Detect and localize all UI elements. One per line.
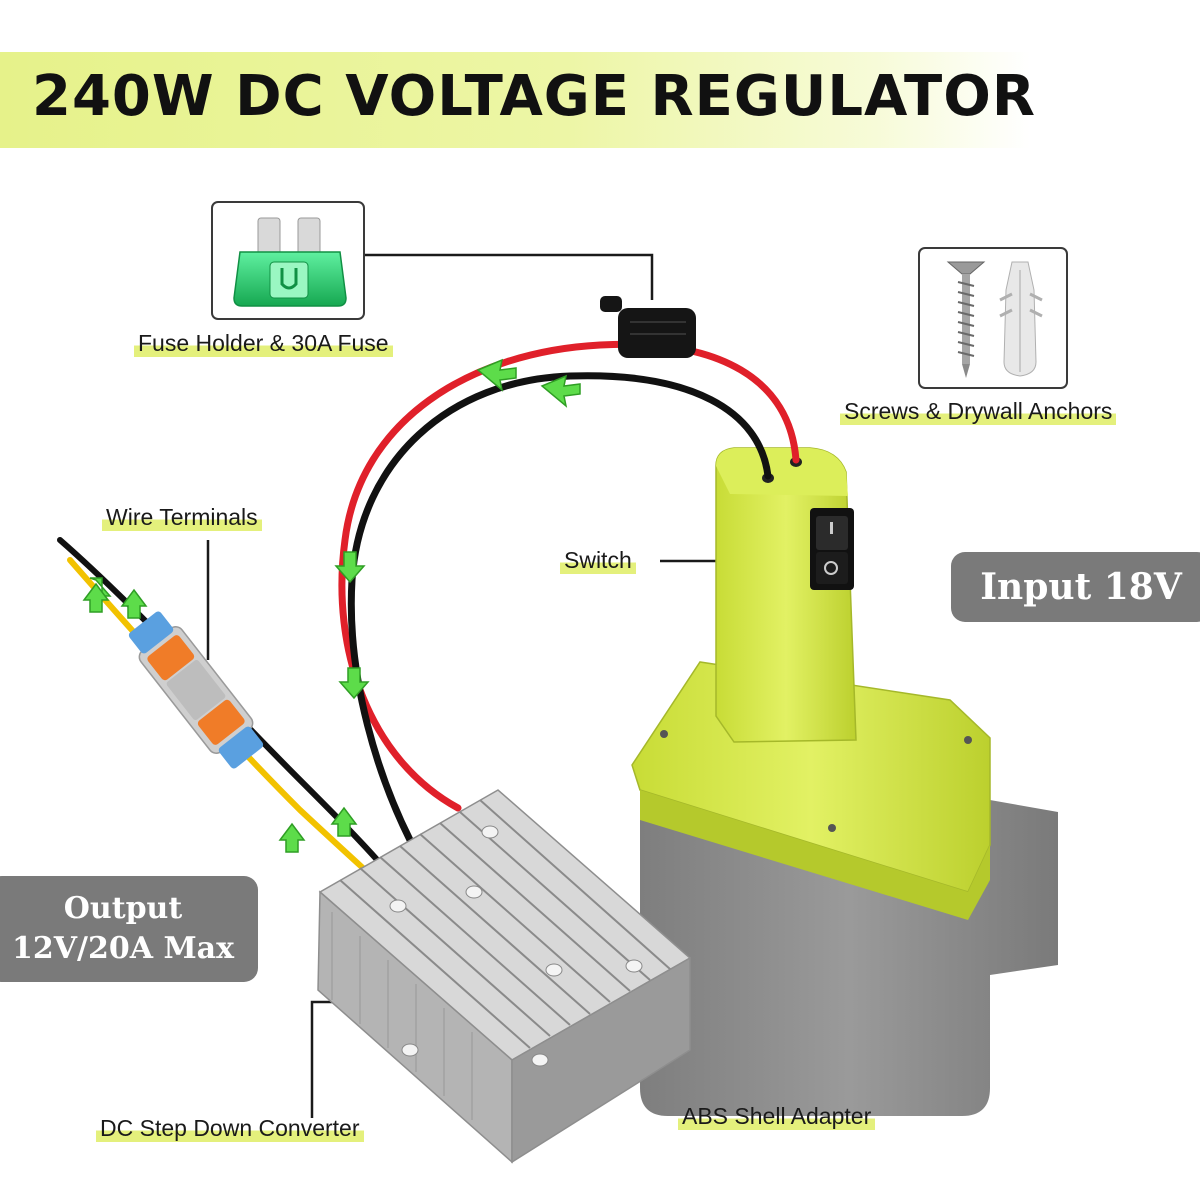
output-spec-badge: Output 12V/20A Max	[0, 876, 258, 982]
fuse-icon	[233, 217, 347, 307]
rocker-switch-icon	[810, 508, 854, 590]
fuse-holder-label: Fuse Holder & 30A Fuse	[134, 330, 393, 357]
screws-photo-box	[918, 247, 1068, 389]
screw-icon	[946, 261, 986, 378]
switch-label: Switch	[560, 547, 636, 574]
output-wires	[57, 537, 391, 883]
fuse-leader-line	[365, 253, 654, 300]
inline-fuse-holder	[600, 296, 696, 358]
drywall-anchor-icon	[999, 261, 1043, 377]
dc-step-down-converter	[317, 789, 692, 1164]
output-title: Output	[63, 891, 183, 926]
abs-shell-adapter	[631, 447, 991, 920]
output-rating: 12V/20A Max	[12, 931, 234, 966]
screws-anchors-label: Screws & Drywall Anchors	[840, 398, 1117, 425]
converter-label: DC Step Down Converter	[96, 1115, 364, 1142]
wire-terminal-connector	[128, 611, 264, 769]
page-title: 240W DC VOLTAGE REGULATOR	[32, 64, 1036, 129]
input-voltage-badge: Input 18V	[951, 552, 1200, 622]
flow-arrow-icon	[82, 358, 581, 853]
abs-shell-label: ABS Shell Adapter	[678, 1103, 876, 1130]
title-band	[0, 52, 1030, 148]
black-wire	[347, 372, 772, 844]
wire-terminals-label: Wire Terminals	[102, 504, 262, 531]
input-voltage-text: Input 18V	[980, 566, 1182, 608]
